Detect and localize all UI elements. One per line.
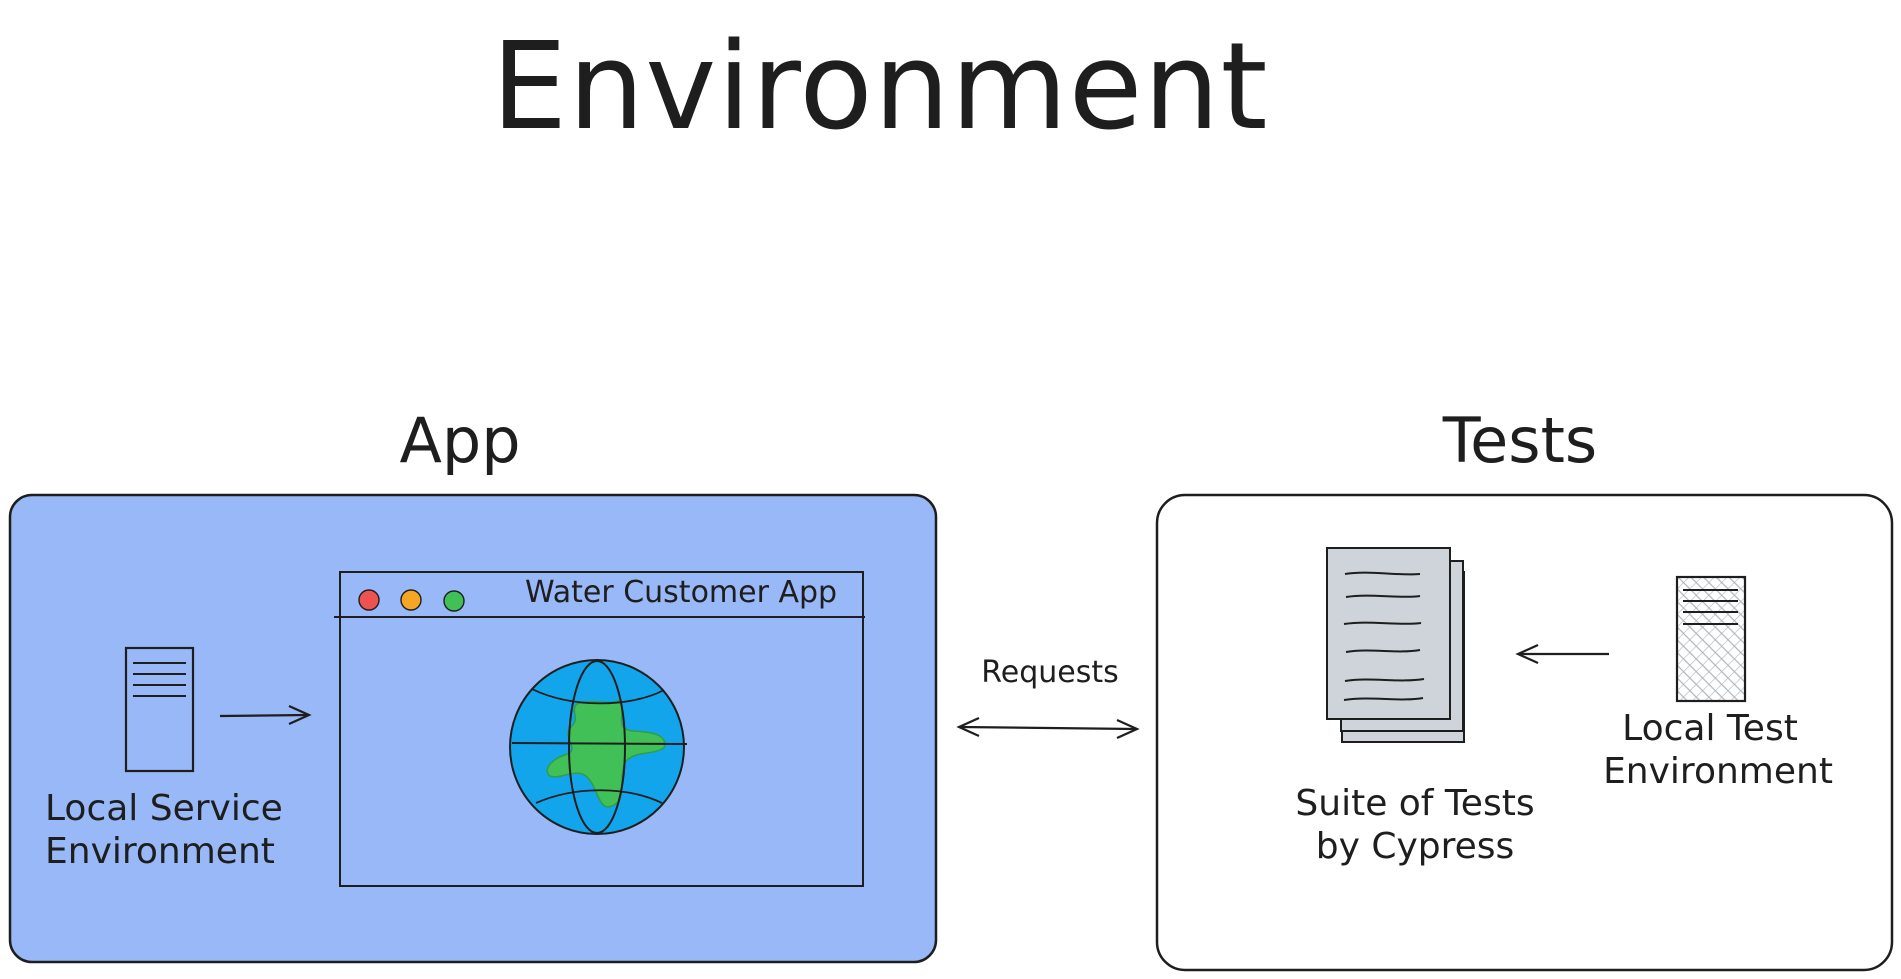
test-server-icon — [1675, 575, 1747, 703]
window-maximize-dot — [443, 590, 465, 612]
browser-window — [334, 571, 865, 887]
app-panel — [8, 493, 938, 964]
suite-label-line2: by Cypress — [1316, 826, 1515, 867]
diagram-title: Environment — [491, 18, 1268, 157]
local-test-label-line1: Local Test — [1622, 708, 1798, 749]
browser-title: Water Customer App — [525, 575, 837, 610]
app-heading: App — [399, 404, 520, 477]
window-close-dot — [358, 589, 380, 611]
arrow-right-icon — [219, 704, 312, 726]
local-service-label-line2: Environment — [45, 831, 275, 872]
document-stack-icon — [1326, 547, 1465, 743]
local-service-label-line1: Local Service — [45, 788, 283, 829]
requests-label: Requests — [981, 655, 1119, 690]
suite-label-line1: Suite of Tests — [1295, 783, 1534, 824]
window-minimize-dot — [400, 589, 422, 611]
tests-heading: Tests — [1442, 404, 1597, 477]
local-test-label-line2: Environment — [1603, 751, 1833, 792]
server-icon — [124, 646, 195, 773]
arrow-left-icon — [1515, 643, 1609, 665]
globe-icon — [509, 659, 688, 835]
double-arrow-icon — [956, 716, 1140, 740]
